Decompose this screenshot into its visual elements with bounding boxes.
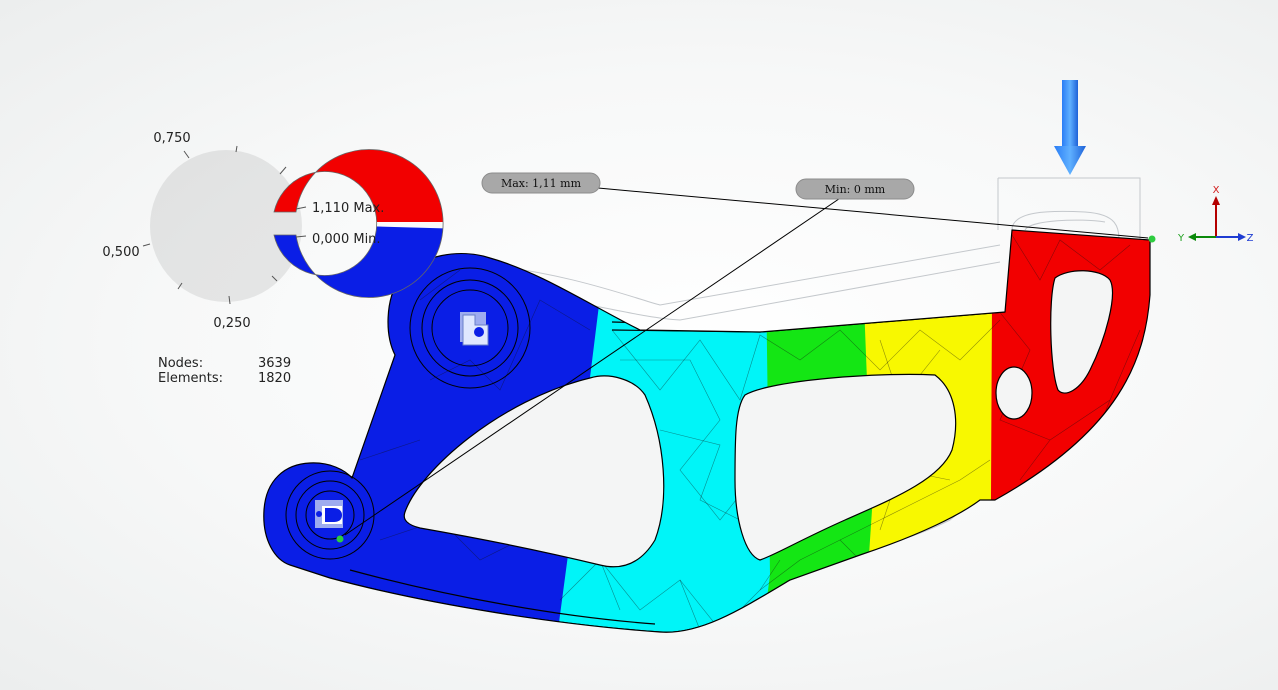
probe-leaders (344, 187, 1149, 536)
triad-x-label: X (1213, 185, 1220, 196)
part-silhouette (263, 229, 1151, 633)
max-point-marker[interactable] (1148, 235, 1156, 243)
legend-min-label: 0,000 Min. (312, 232, 381, 247)
legend-tick-250: 0,250 (213, 316, 250, 331)
zone-red (980, 230, 1150, 633)
max-probe-text: Max: 1,11 mm (501, 177, 582, 190)
pin-constraint-icon[interactable] (460, 312, 489, 346)
legend-max-label: 1,110 Max. (312, 201, 384, 216)
min-point-marker[interactable] (336, 535, 344, 543)
max-probe-label[interactable]: Max: 1,11 mm (481, 172, 601, 194)
elements-row: Elements: 1820 (158, 371, 291, 386)
nodes-value: 3639 (258, 356, 292, 371)
hole-red (995, 366, 1033, 420)
legend-tick-750: 0,750 (153, 131, 190, 146)
opening-right (734, 373, 957, 561)
axis-triad-icon[interactable]: X Y Z (1177, 185, 1254, 244)
nodes-row: Nodes: 3639 (158, 356, 291, 371)
triad-z-label: Z (1247, 233, 1254, 244)
min-probe-label[interactable]: Min: 0 mm (795, 178, 915, 200)
nodes-label: Nodes: (158, 356, 204, 371)
down-arrow-icon[interactable] (1054, 80, 1086, 175)
min-probe-text: Min: 0 mm (825, 183, 886, 196)
opening-left (403, 375, 665, 568)
upper-boss (409, 267, 531, 389)
fixed-constraint-icon[interactable] (315, 500, 343, 528)
legend-tick-500: 0,500 (102, 245, 139, 260)
triad-y-label: Y (1177, 233, 1185, 244)
slot-red (1050, 270, 1114, 394)
mesh-statistics: Nodes: 3639 Elements: 1820 (158, 356, 291, 386)
elements-label: Elements: (158, 371, 223, 386)
elements-value: 1820 (258, 371, 292, 386)
